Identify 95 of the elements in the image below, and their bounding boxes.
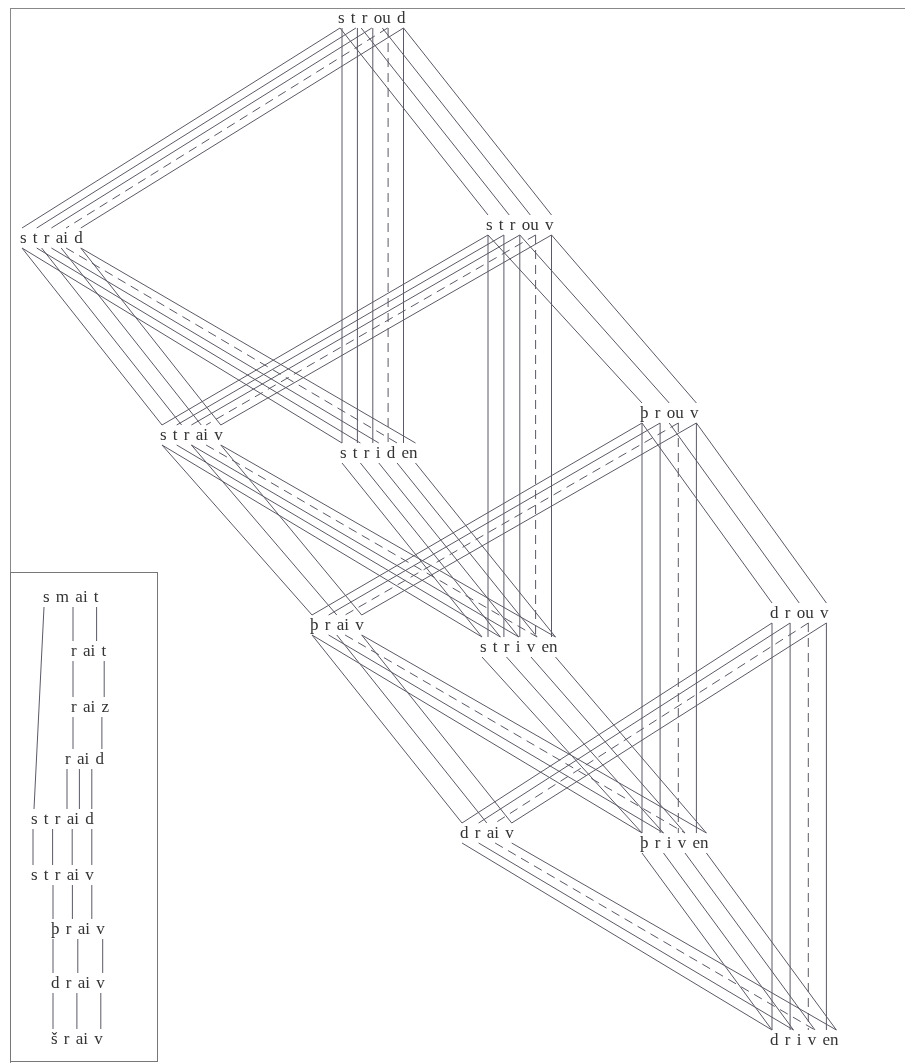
connector-line — [663, 852, 794, 1031]
connector-line — [807, 622, 809, 1031]
word-form: s t r ai v — [158, 425, 225, 445]
connector-line — [551, 234, 552, 638]
connector-line — [78, 768, 80, 810]
connector-line — [52, 884, 54, 920]
word-form: þ r ou v — [638, 403, 701, 423]
connector-line — [705, 852, 837, 1031]
connector-line — [641, 422, 643, 834]
connector-line — [825, 622, 827, 1031]
word-form: þ r ai v — [308, 615, 366, 635]
connector-line — [72, 660, 74, 698]
connector-line — [72, 716, 74, 750]
connector-line — [659, 422, 661, 834]
connector-line — [487, 234, 643, 404]
connector-line — [695, 422, 697, 834]
connector-line — [91, 828, 93, 866]
word-form: s t r i d en — [338, 443, 420, 463]
connector-line — [677, 422, 679, 834]
connector-line — [77, 938, 79, 974]
word-form: s m ai t — [41, 587, 101, 607]
connector-line — [60, 247, 202, 426]
connector-line — [336, 634, 488, 824]
inset-panel — [10, 572, 158, 1062]
connector-line — [555, 656, 707, 834]
connector-line — [487, 234, 489, 638]
connector-line — [80, 247, 222, 426]
word-form: r ai z — [69, 697, 111, 717]
word-form: d r ai v — [458, 823, 516, 843]
connector-line — [530, 656, 686, 834]
connector-line — [190, 444, 338, 616]
connector-line — [32, 828, 34, 866]
connector-line — [378, 462, 520, 638]
word-form: s t r ou d — [336, 8, 408, 28]
connector-line — [102, 938, 104, 974]
connector-line — [161, 444, 313, 616]
connector-line — [71, 884, 73, 920]
connector-line — [71, 828, 73, 866]
connector-line — [403, 27, 404, 444]
connector-line — [372, 27, 374, 444]
connector-line — [52, 828, 54, 866]
connector-line — [771, 622, 773, 1031]
connector-line — [360, 27, 510, 216]
word-form: s t r ai v — [29, 865, 96, 885]
connector-line — [341, 462, 483, 638]
connector-line — [41, 247, 183, 426]
connector-line — [91, 768, 93, 810]
connector-line — [415, 462, 556, 638]
connector-line — [100, 992, 102, 1030]
connector-line — [641, 422, 773, 604]
connector-line — [506, 656, 664, 834]
connector-line — [52, 938, 54, 974]
word-form: s t r i v en — [478, 637, 560, 657]
word-form: d r ou v — [768, 603, 831, 623]
connector-line — [52, 992, 54, 1030]
connector-line — [359, 462, 501, 638]
connector-line — [91, 884, 93, 920]
connector-line — [789, 622, 791, 1031]
word-form: d r ai v — [49, 973, 107, 993]
connector-line — [381, 27, 531, 216]
connector-line — [96, 606, 98, 642]
connector-line — [341, 27, 343, 444]
word-form: s t r ai d — [29, 809, 96, 829]
connector-line — [668, 422, 800, 604]
connector-line — [641, 852, 773, 1031]
word-form: r ai d — [63, 749, 106, 769]
connector-line — [481, 656, 643, 834]
connector-line — [396, 462, 538, 638]
word-form: d r i v en — [768, 1030, 841, 1050]
connector-line — [519, 234, 521, 638]
connector-line — [503, 234, 505, 638]
connector-line — [220, 444, 363, 616]
connector-line — [66, 768, 68, 810]
connector-line — [695, 422, 827, 604]
connector-line — [356, 27, 358, 444]
connector-line — [101, 716, 103, 750]
connector-line — [339, 27, 489, 216]
connector-line — [21, 247, 163, 426]
connector-line — [361, 634, 513, 824]
word-form: š r ai v — [49, 1029, 105, 1049]
connector-line — [33, 606, 45, 810]
connector-line — [551, 234, 697, 404]
connector-line — [684, 852, 816, 1031]
connector-line — [519, 234, 670, 404]
word-form: þ r ai v — [49, 919, 107, 939]
connector-line — [76, 992, 78, 1030]
connector-line — [311, 634, 463, 824]
word-form: s t r ou v — [484, 215, 556, 235]
connector-line — [72, 606, 74, 642]
word-form: þ r i v en — [638, 833, 711, 853]
connector-line — [387, 27, 389, 444]
word-form: r ai t — [69, 641, 109, 661]
connector-line — [403, 27, 552, 216]
connector-line — [103, 660, 105, 698]
word-form: s t r ai d — [18, 228, 85, 248]
